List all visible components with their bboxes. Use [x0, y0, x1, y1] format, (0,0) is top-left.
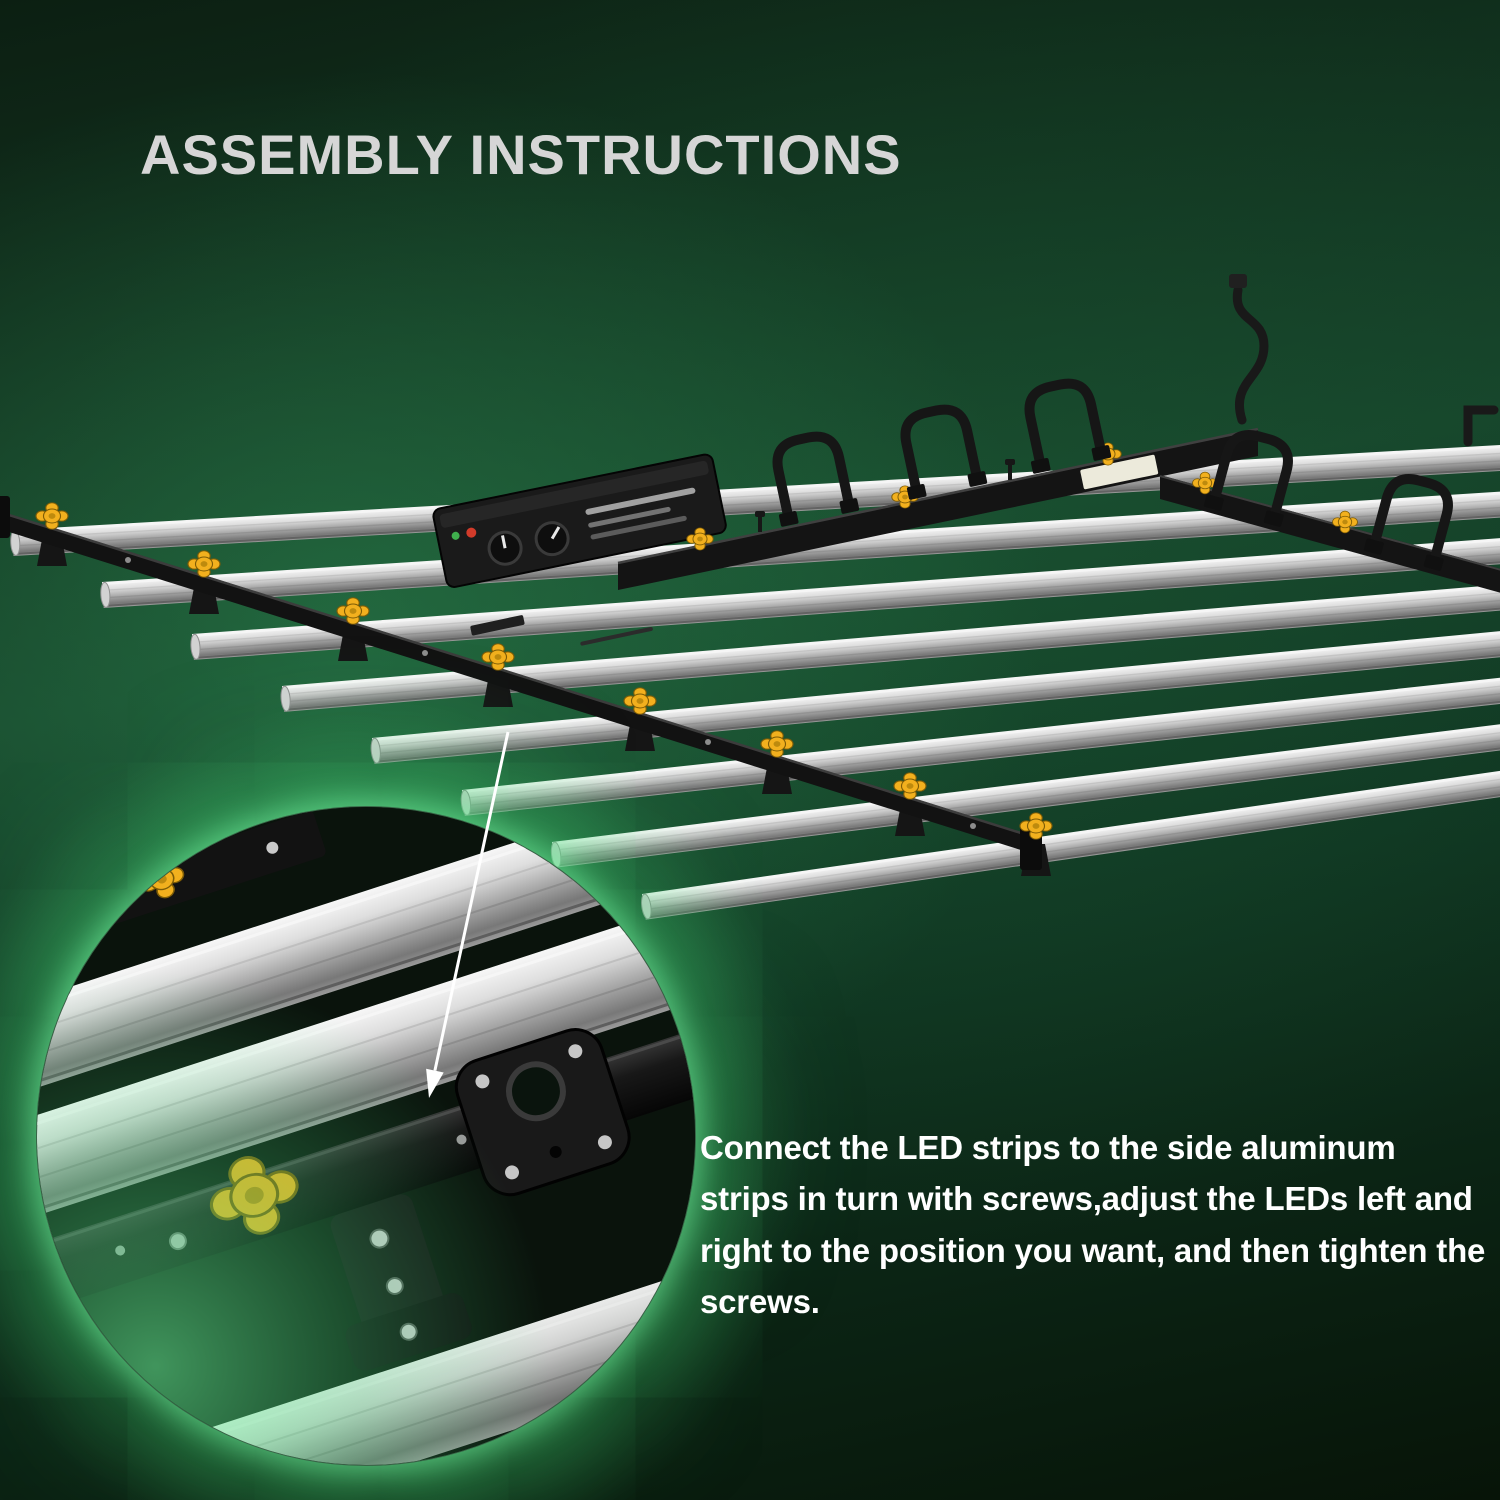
zoom-detail-render — [37, 807, 695, 1465]
inner-glow — [37, 807, 695, 1465]
controller-box — [432, 453, 727, 588]
aluminum-led-bars — [10, 444, 1500, 920]
hanger-bracket — [1016, 377, 1111, 474]
rail-end-cap — [0, 496, 10, 538]
small-bracket-part — [470, 615, 525, 636]
spec-sticker — [1080, 454, 1159, 490]
power-indicator-red — [466, 527, 477, 538]
power-indicator-green — [451, 531, 460, 540]
spectrum-dial — [534, 521, 570, 557]
product-render — [0, 274, 1500, 920]
bolt-pin — [1005, 459, 1015, 480]
small-rod-part — [580, 626, 653, 646]
instruction-text: Connect the LED strips to the side alumi… — [700, 1129, 1486, 1321]
cable-connector — [1463, 405, 1499, 447]
main-crossbar — [617, 427, 1259, 590]
loose-parts — [470, 615, 653, 646]
power-cable — [1229, 274, 1269, 425]
bar-end-cap — [100, 581, 111, 608]
page-title: ASSEMBLY INSTRUCTIONS — [140, 123, 902, 186]
bolt-pin — [755, 511, 765, 532]
bar-end-cap — [190, 633, 201, 660]
hanger-bracket — [764, 430, 859, 527]
led-bar — [641, 770, 1500, 920]
zoom-callout-circle — [36, 806, 696, 1466]
